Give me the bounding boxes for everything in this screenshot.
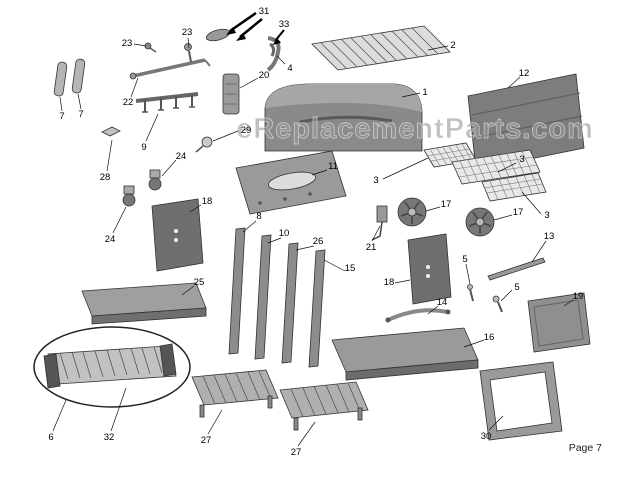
part-handle-tube: [385, 308, 451, 323]
part-igniter: [371, 205, 388, 241]
part-handle-grips: [53, 58, 86, 97]
callout-9: 9: [141, 142, 146, 153]
callout-23a: 23: [122, 38, 133, 49]
callout-11: 11: [328, 161, 338, 172]
part-thermometer: [195, 136, 213, 153]
part-door-right: [407, 233, 452, 305]
part-slat-shelf-right: [279, 381, 369, 431]
part-slat-shelf-left: [191, 369, 279, 418]
part-latch-a: [467, 284, 474, 302]
part-tray-callout-oval: [33, 326, 191, 408]
callout-33: 33: [279, 19, 290, 30]
callout-6: 6: [48, 432, 53, 443]
part-leg-1: [228, 227, 246, 355]
callout-3b: 3: [519, 154, 524, 165]
callout-7a: 7: [59, 111, 64, 122]
callout-19: 19: [573, 291, 584, 302]
callout-27a: 27: [201, 435, 212, 446]
part-grate-c: [481, 172, 547, 202]
callout-14: 14: [437, 297, 448, 308]
callout-3a: 3: [373, 175, 378, 186]
part-clip: [269, 42, 276, 57]
part-long-rod: [487, 257, 546, 281]
callout-28: 28: [100, 172, 111, 183]
part-heat-plate: [222, 73, 240, 115]
callout-24b: 24: [105, 234, 116, 245]
callout-5b: 5: [514, 282, 519, 293]
callout-23b: 23: [182, 27, 193, 38]
part-slide-tray: [43, 343, 177, 389]
part-screw-right: [184, 43, 192, 63]
part-crossover: [205, 28, 231, 42]
part-screw-left: [144, 42, 157, 53]
callout-21: 21: [366, 242, 377, 253]
part-leg-2: [254, 234, 272, 360]
callout-24a: 24: [176, 151, 187, 162]
part-grate-b: [451, 149, 541, 185]
callout-18b: 18: [384, 277, 395, 288]
part-wheel-left: [397, 197, 427, 227]
callout-16: 16: [484, 332, 495, 343]
part-side-shelf: [81, 282, 207, 325]
callout-30: 30: [481, 431, 492, 442]
callout-31: 31: [259, 6, 270, 17]
callout-2: 2: [450, 40, 455, 51]
callout-29: 29: [241, 125, 252, 136]
callout-3c: 3: [544, 210, 549, 221]
part-wheel-right: [465, 207, 495, 237]
part-caster-right: [148, 169, 162, 191]
callout-17a: 17: [441, 199, 452, 210]
part-hook-tool: [266, 36, 281, 72]
callout-18a: 18: [202, 196, 213, 207]
callout-32: 32: [104, 432, 115, 443]
callout-5a: 5: [462, 254, 467, 265]
callout-25: 25: [194, 277, 205, 288]
callout-22: 22: [123, 97, 134, 108]
callout-10: 10: [279, 228, 290, 239]
callout-arrows: [226, 11, 285, 45]
callout-20: 20: [259, 70, 270, 81]
callout-26: 26: [313, 236, 324, 247]
callout-15: 15: [345, 263, 356, 274]
callout-labels: 31 33 23 23 2 4 20 22 7 7 12 1 9 29 28 2…: [48, 6, 583, 458]
part-manifold: [135, 92, 199, 113]
part-hood: [264, 83, 423, 152]
part-caster-left: [122, 185, 136, 207]
callout-17b: 17: [513, 207, 524, 218]
part-control-panel: [235, 150, 347, 215]
callout-4: 4: [287, 63, 292, 74]
part-bottom-shelf: [331, 327, 479, 381]
part-warming-rack: [311, 25, 451, 71]
watermark: eReplacementParts.com: [236, 113, 594, 145]
part-leg-4: [308, 249, 326, 368]
part-rod: [129, 58, 211, 80]
callout-12: 12: [519, 68, 530, 79]
part-back-panel: [467, 73, 585, 171]
callout-27b: 27: [291, 447, 302, 458]
callout-8: 8: [256, 211, 261, 222]
part-small-bracket: [101, 126, 121, 137]
part-leg-3: [281, 242, 299, 364]
part-latch-b: [492, 295, 503, 313]
part-side-panel: [527, 292, 591, 353]
page-label: Page 7: [569, 442, 602, 454]
callout-7b: 7: [78, 109, 83, 120]
callout-1: 1: [422, 87, 427, 98]
part-door-frame: [479, 361, 563, 441]
part-door-left: [151, 198, 204, 272]
leader-lines: [52, 37, 574, 447]
callout-13: 13: [544, 231, 555, 242]
